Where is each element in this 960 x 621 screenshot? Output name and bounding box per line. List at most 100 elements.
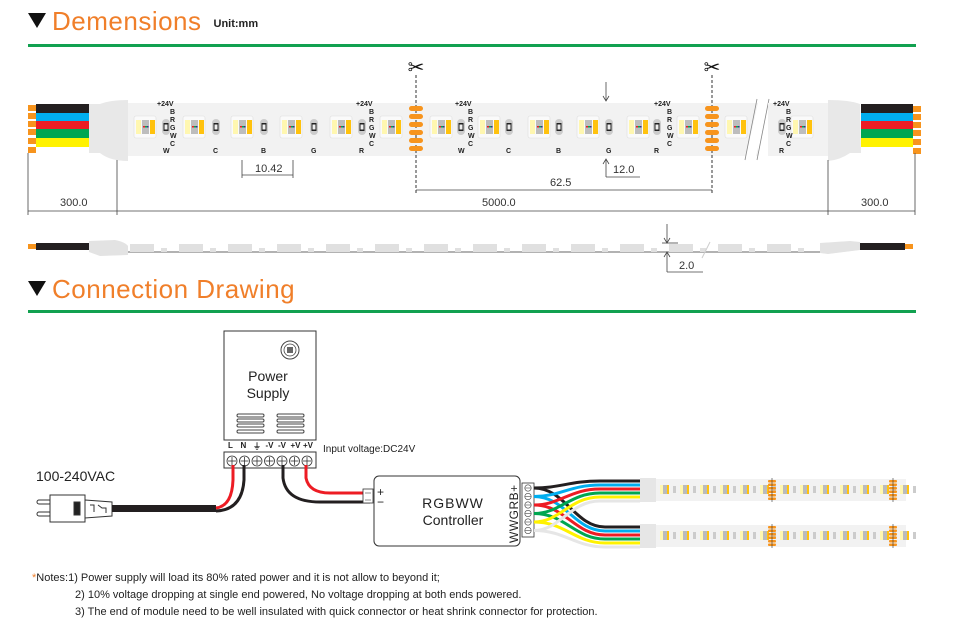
dimension-lines (27, 82, 916, 215)
pad-label: R (468, 117, 474, 124)
resistor-label: G (311, 148, 317, 155)
resistor-label: W (163, 148, 170, 155)
cut-point-1: ✂ (408, 57, 425, 195)
controller-plus: + (377, 485, 385, 499)
resistor (162, 119, 170, 135)
led-chip (182, 115, 206, 139)
led-chip (626, 115, 650, 139)
pad-label: R (369, 117, 375, 124)
pad-label-24v: +24V (773, 101, 790, 108)
output-wire-bundles (533, 479, 640, 549)
pad-label: G (667, 125, 673, 132)
dimensions-title: Demensions (52, 6, 202, 36)
triangle-bullet-icon (28, 281, 46, 296)
controller-output-labels: WWGRB+ (507, 484, 521, 543)
lead-length-right: 300.0 (861, 197, 889, 209)
pad-label: G (786, 125, 792, 132)
terminal-label: L (228, 441, 233, 450)
led-chip (790, 115, 814, 139)
resistor (653, 119, 661, 135)
output-wire (533, 483, 640, 498)
resistor (310, 119, 318, 135)
scissors-icon: ✂ (408, 57, 425, 79)
pad-label: R (667, 117, 673, 124)
connection-divider (28, 310, 916, 313)
pad-label: C (468, 141, 474, 148)
side-view-strip (28, 224, 913, 273)
power-supply-label: Power Supply (232, 368, 304, 402)
output-wire (533, 495, 640, 524)
connection-header: Connection Drawing (28, 276, 295, 302)
resistor (605, 119, 613, 135)
note-2: 2) 10% voltage dropping at single end po… (32, 587, 598, 604)
note-item: 2) 10% voltage dropping at single end po… (75, 589, 522, 601)
output-wire (533, 491, 640, 515)
led-strip-dimension-drawing: ✂ ✂ (27, 57, 921, 273)
cut-unit-length: 62.5 (550, 177, 572, 189)
led-chip (676, 115, 700, 139)
pad-label: B (468, 109, 474, 116)
led-chip (279, 115, 303, 139)
terminal-label: +V (290, 441, 301, 450)
resistor (505, 119, 513, 135)
pad-label: R (170, 117, 176, 124)
terminal-label: -V (265, 441, 274, 450)
note-3: 3) The end of module need to be well ins… (32, 604, 598, 621)
output-wire (533, 499, 640, 532)
led-chip (576, 115, 600, 139)
resistor-label: C (213, 148, 219, 155)
pad-label: C (369, 141, 375, 148)
pad-label: W (667, 133, 674, 140)
terminal-label: +V (303, 441, 314, 450)
pad-label: W (468, 133, 475, 140)
pad-label-24v: +24V (654, 101, 671, 108)
resistor-label: R (779, 148, 785, 155)
output-wire (533, 512, 640, 541)
resistor-label: W (458, 148, 465, 155)
resistor (358, 119, 366, 135)
output-wire (533, 529, 640, 549)
triangle-bullet-icon (28, 13, 46, 28)
right-lead-wires (828, 100, 921, 161)
pad-label: C (786, 141, 792, 148)
led-chip (329, 115, 353, 139)
mini-led-strip (656, 479, 906, 501)
pad-label-24v: +24V (356, 101, 373, 108)
controller-minus: − (377, 495, 385, 509)
output-wire (533, 520, 640, 545)
resistor (212, 119, 220, 135)
unit-label: Unit:mm (213, 18, 259, 30)
terminal-label: -V (278, 441, 286, 450)
input-voltage-label: Input voltage:DC24V (323, 444, 416, 455)
mini-led-strip (656, 525, 906, 547)
resistor-label: C (506, 148, 512, 155)
power-supply-label-line2: Supply (246, 385, 290, 401)
resistor-label: R (654, 148, 660, 155)
led-chip (477, 115, 501, 139)
pad-label: G (170, 125, 176, 132)
resistor (260, 119, 268, 135)
note-1: *Notes:1) Power supply will load its 80%… (32, 570, 598, 587)
pad-label: R (786, 117, 792, 124)
led-chip (133, 115, 157, 139)
pad-label: W (369, 133, 376, 140)
pad-label-24v: +24V (455, 101, 472, 108)
resistor (555, 119, 563, 135)
pad-label: B (170, 109, 176, 116)
output-wire (533, 495, 640, 533)
connected-led-strips (640, 478, 916, 548)
pad-label: G (468, 125, 474, 132)
pad-label: W (170, 133, 177, 140)
note-item: 1) Power supply will load its 80% rated … (68, 572, 440, 584)
led-chip (429, 115, 453, 139)
controller-label-line1: RGBWW (422, 495, 484, 511)
scissors-icon: ✂ (704, 57, 721, 79)
output-wire (533, 487, 640, 507)
pad-label: W (786, 133, 793, 140)
pad-label: B (667, 109, 673, 116)
resistor (457, 119, 465, 135)
led-pitch: 10.42 (255, 163, 283, 175)
strip-length: 5000.0 (482, 197, 516, 209)
left-lead-wires (28, 100, 128, 161)
notes-block: *Notes:1) Power supply will load its 80%… (32, 570, 598, 621)
